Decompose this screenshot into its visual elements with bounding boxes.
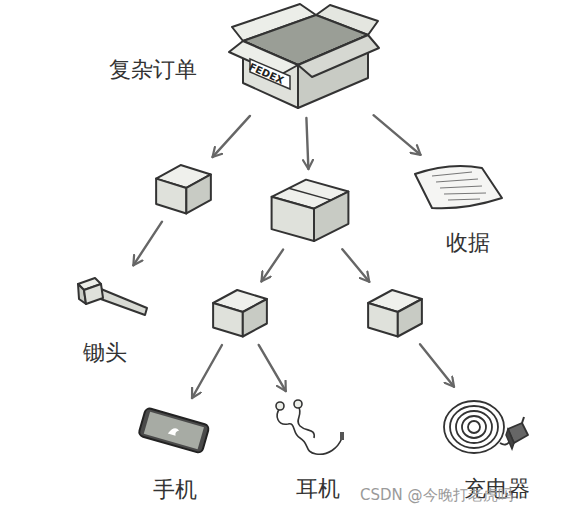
phone-screen — [144, 412, 204, 450]
package-box-drawing — [270, 177, 350, 243]
arrow-connector — [261, 250, 283, 282]
box-face — [368, 303, 398, 337]
receipt-line — [444, 193, 486, 194]
hammer-item-drawing — [75, 272, 150, 322]
charger-cable — [468, 421, 480, 433]
box-face — [272, 197, 314, 241]
receipt-paper — [415, 166, 502, 208]
phone-item: 手机 — [135, 405, 213, 455]
package-box — [212, 288, 268, 338]
charger-cable — [450, 406, 498, 448]
hammer-handle — [98, 289, 147, 315]
plug-pin — [522, 417, 524, 423]
arrow-connector — [420, 344, 454, 387]
item-label: 收据 — [446, 230, 490, 256]
parcel-box: 复杂订单FEDEX — [228, 3, 380, 110]
package-box — [155, 163, 212, 215]
receipt-line — [436, 179, 478, 182]
charger-item-drawing — [440, 393, 530, 458]
charger-cable — [462, 416, 486, 438]
receipt-line — [440, 186, 482, 188]
box-face — [398, 299, 422, 337]
charger-plug — [506, 429, 514, 449]
phone-logo — [168, 427, 180, 437]
item-label: 耳机 — [296, 476, 340, 502]
box-face — [314, 192, 348, 241]
item-label: 锄头 — [83, 340, 127, 366]
arrow-connector — [342, 249, 369, 282]
arrow-connector — [259, 345, 286, 391]
phone-body — [138, 407, 209, 453]
item-label: 复杂订单 — [109, 57, 197, 83]
tape-seam — [313, 209, 315, 217]
parcel-box-drawing — [228, 3, 380, 110]
tape-seam — [289, 188, 331, 200]
box-flap — [298, 35, 379, 77]
box-face — [213, 303, 243, 337]
package-box-drawing — [367, 288, 423, 338]
receipt-line — [448, 199, 480, 200]
package-box-drawing — [212, 288, 268, 338]
earphone-plug — [340, 432, 344, 440]
box-face — [243, 299, 267, 337]
package-box — [270, 177, 350, 243]
receipt-item-drawing — [410, 160, 505, 212]
charger-cable — [456, 411, 492, 443]
arrow-connector — [306, 118, 308, 169]
hammer-item: 锄头 — [75, 272, 150, 322]
box-face — [186, 174, 211, 213]
item-label: 手机 — [153, 477, 197, 503]
package-box-drawing — [155, 163, 212, 215]
charger-cable — [444, 401, 504, 453]
hammer-head — [84, 284, 103, 304]
earphone-item-drawing — [268, 398, 348, 460]
package-box — [367, 288, 423, 338]
earbud — [294, 400, 302, 408]
watermark: CSDN @今晚打老虎吗 — [360, 486, 513, 505]
arrow-connector — [213, 116, 250, 157]
arrow-connector — [192, 345, 222, 398]
phone-drawing — [138, 407, 209, 453]
receipt-line — [432, 172, 472, 176]
receipt-item: 收据 — [410, 160, 505, 212]
earphone-cord — [298, 406, 314, 438]
box-face — [156, 179, 186, 214]
arrow-connector — [133, 222, 162, 266]
earbud — [276, 402, 284, 410]
earphone-item: 耳机 — [268, 398, 348, 460]
charger-item: 充电器 — [440, 393, 530, 458]
arrow-connector — [374, 115, 421, 155]
phone-item-drawing — [135, 405, 213, 455]
